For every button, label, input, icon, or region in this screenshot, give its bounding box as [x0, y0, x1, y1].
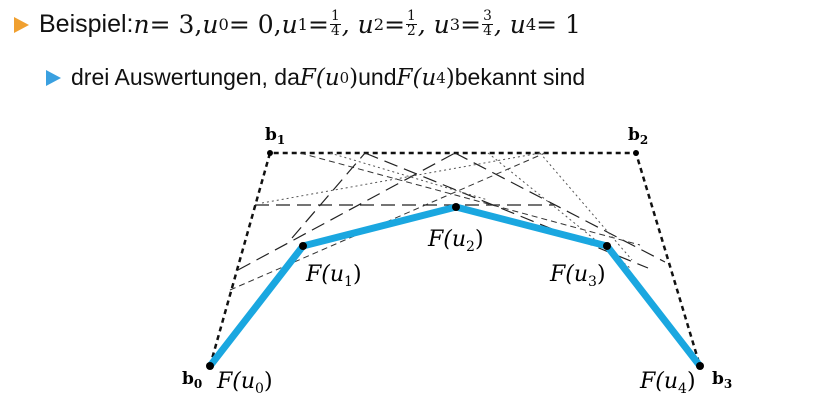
evaluations-text-b: bekannt sind — [454, 64, 586, 90]
u0-var: u — [202, 10, 219, 39]
construction-line — [487, 152, 631, 269]
f-u0-close: ) — [349, 64, 359, 91]
construction-line — [364, 152, 649, 269]
u1-num: 1 — [329, 8, 341, 25]
control-polygon — [208, 151, 702, 367]
label-f-u3: F(u3) — [549, 262, 606, 290]
u2-den: 2 — [407, 23, 416, 39]
u2-eq: = — [384, 10, 406, 39]
evaluations-text-a: drei Auswertungen, da — [71, 64, 300, 90]
u1-var: u — [281, 10, 298, 39]
construction-line — [329, 152, 489, 201]
construction-line — [237, 152, 456, 271]
f-u4-close: ) — [445, 64, 455, 91]
construction-line — [261, 152, 541, 204]
u0-value: = 0, — [228, 10, 282, 39]
f-u4: F(u — [396, 64, 437, 91]
label-b3: b3 — [712, 369, 732, 391]
u2-num: 1 — [406, 8, 417, 25]
f-u0-sub: 0 — [339, 68, 350, 87]
f-u0: F(u — [299, 64, 340, 91]
u4-var: , u — [493, 10, 526, 39]
u3-sub: 3 — [449, 15, 461, 34]
u3-eq: = — [460, 10, 482, 39]
f-u4-sub: 4 — [436, 68, 446, 87]
u3-var: , u — [417, 10, 450, 39]
u1-sub: 1 — [297, 15, 309, 34]
u0-sub: 0 — [218, 15, 229, 34]
label-b0: b0 — [182, 369, 202, 391]
u4-sub: 4 — [525, 15, 537, 34]
construction-line — [539, 152, 633, 261]
u2-sub: 2 — [373, 15, 385, 34]
point-f-u1 — [299, 242, 307, 250]
u1-den: 4 — [330, 23, 340, 39]
u1-eq: = — [308, 10, 329, 39]
point-f-u3 — [603, 242, 611, 250]
construction-line — [454, 152, 666, 263]
example-prefix: Beispiel: — [39, 10, 134, 38]
point-f-u0 — [206, 362, 214, 370]
n-variable: n — [133, 10, 150, 39]
sub-bullet-arrow-icon — [46, 69, 61, 86]
curve-points — [206, 150, 704, 370]
point-b1 — [267, 150, 273, 156]
label-f-u4: F(u4) — [639, 369, 696, 397]
label-f-u1: F(u1) — [305, 262, 362, 290]
point-f-u2 — [452, 203, 460, 211]
point-f-u4 — [696, 362, 704, 370]
label-f-u2: F(u2) — [427, 227, 484, 255]
label-b1: b1 — [265, 125, 285, 147]
construction-lines-dotted — [261, 152, 633, 269]
label-b2: b2 — [628, 125, 648, 147]
u4-value: = 1 — [536, 10, 581, 39]
u3-den: 4 — [483, 23, 492, 39]
u3-num: 3 — [482, 8, 493, 25]
point-b2 — [633, 150, 639, 156]
construction-line — [299, 152, 641, 246]
n-value: = 3, — [149, 10, 203, 39]
bullet-arrow-icon — [14, 16, 29, 33]
u2-var: , u — [341, 10, 374, 39]
und-text: und — [358, 64, 397, 90]
label-f-u0: F(u0) — [216, 369, 273, 397]
